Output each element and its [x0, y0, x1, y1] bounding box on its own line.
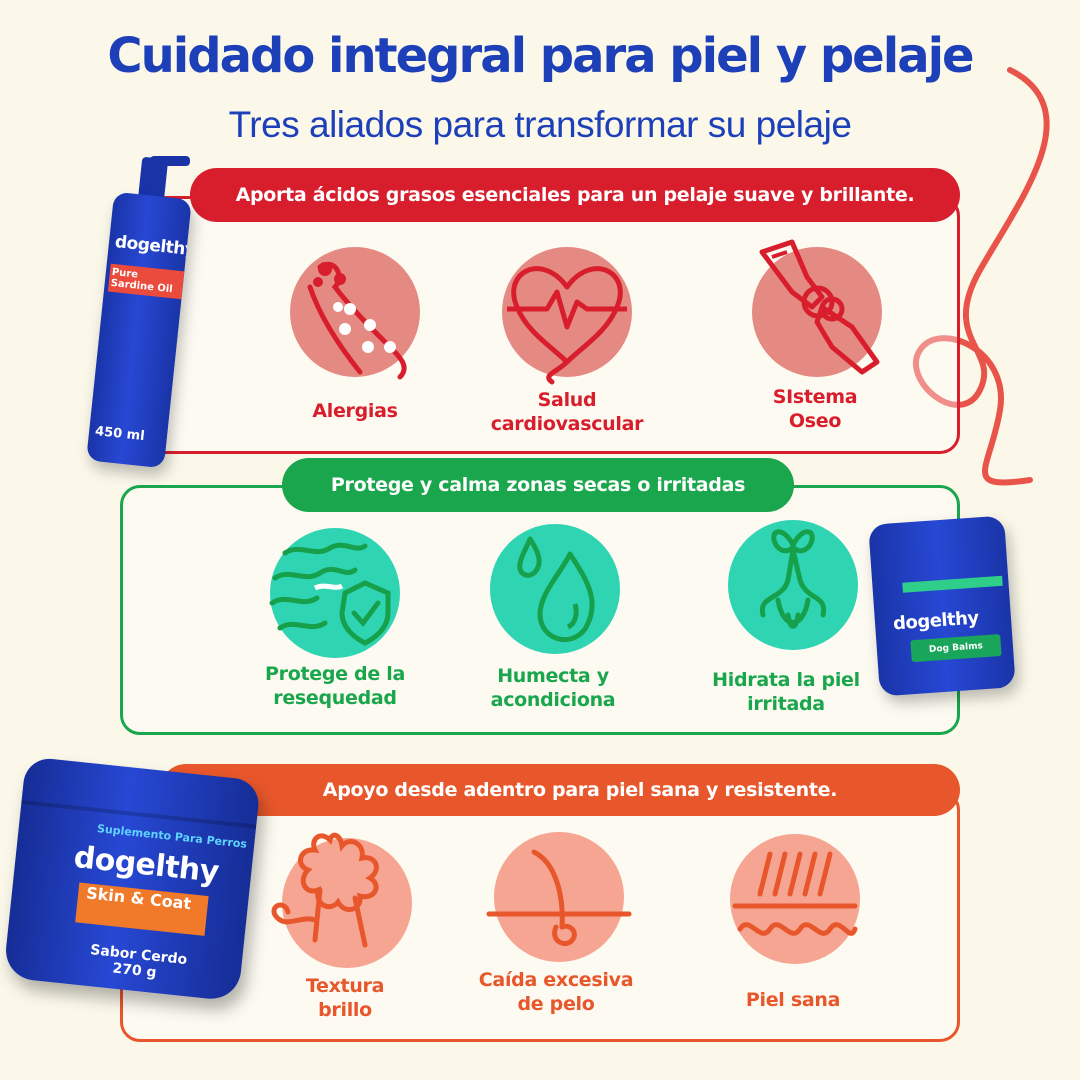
piel-label: Piel sana — [745, 989, 841, 1011]
curly-dog-icon — [271, 832, 379, 948]
textura-circle — [282, 838, 412, 968]
product-skin-coat-jar: Suplemento Para Perros dogelthy Skin & C… — [3, 756, 261, 1002]
hidrata-label: Hidrata la piel irritada — [712, 669, 860, 715]
bone-label: SIstema Oseo — [772, 386, 858, 432]
page-subtitle: Tres aliados para transformar su pelaje — [228, 104, 852, 145]
page-title: Cuidado integral para piel y pelaje — [107, 28, 974, 84]
balm-name: Dog Balms — [910, 634, 1002, 663]
ribbon-skin-icon — [759, 529, 827, 629]
jar-lid-line — [21, 800, 257, 829]
oil-name: Pure Sardine Oil — [107, 263, 185, 300]
section-powder-banner: Apoyo desde adentro para piel sana y res… — [160, 764, 960, 816]
oil-brand: dogelthy — [114, 232, 192, 261]
jar-flavor: Sabor Cerdo 270 g — [89, 942, 188, 982]
cardio-label: Salud cardiovascular — [490, 389, 644, 435]
humecta-label: Humecta y acondiciona — [490, 665, 616, 711]
bone-joint-icon — [759, 239, 880, 375]
caida-label: Caída excesiva de pelo — [478, 969, 634, 1015]
humecta-circle — [490, 524, 620, 654]
decorative-squiggle — [913, 67, 1050, 486]
heart-pulse-icon — [507, 266, 627, 385]
balm-band — [902, 575, 1003, 593]
section-balm-banner: Protege y calma zonas secas o irritadas — [282, 458, 794, 512]
allergy-paw-icon — [307, 262, 407, 380]
jar-product-name: Skin & Coat — [75, 882, 209, 936]
balm-brand: dogelthy — [892, 607, 980, 635]
oil-pump — [150, 156, 190, 166]
section-omega-banner: Aporta ácidos grasos esenciales para un … — [190, 168, 960, 222]
cardio-circle — [502, 247, 632, 377]
shield-check-icon — [269, 542, 391, 646]
hair-follicle-icon — [486, 849, 632, 946]
water-drops-icon — [517, 536, 595, 643]
jar-brand: dogelthy — [72, 839, 221, 890]
healthy-skin-icon — [732, 851, 858, 936]
oil-volume: 450 ml — [94, 424, 146, 445]
piel-circle — [730, 834, 860, 964]
allergy-label: Alergias — [312, 400, 398, 422]
textura-label: Textura brillo — [305, 975, 385, 1021]
product-dog-balm: dogelthy Dog Balms — [868, 515, 1016, 697]
protect-label: Protege de la resequedad — [265, 663, 405, 709]
